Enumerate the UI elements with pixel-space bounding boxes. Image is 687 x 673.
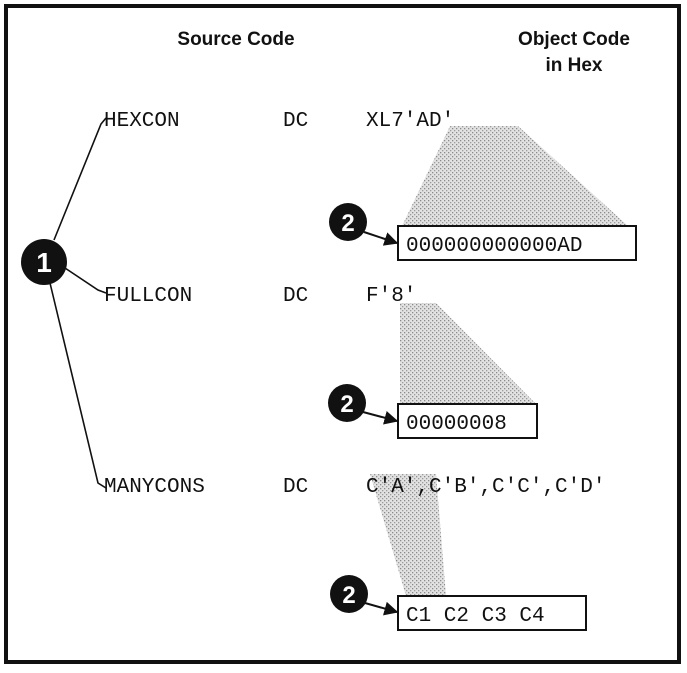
- statement-bracket: [49, 117, 107, 489]
- manycons-operand: C'A',C'B',C'C',C'D': [366, 476, 605, 499]
- figure-frame: [4, 4, 681, 664]
- arrow-icon: [363, 231, 399, 246]
- object-code-header: Object Code: [518, 29, 630, 50]
- manycons-result-box: [397, 595, 587, 631]
- arrow-icon: [362, 411, 399, 425]
- svg-text:2: 2: [340, 391, 353, 418]
- hexcon-result-box: [397, 225, 637, 261]
- hexcon-label: HEXCON: [104, 110, 180, 133]
- object-code-subheader: in Hex: [545, 55, 602, 76]
- callout-2-manycons: 2: [330, 575, 399, 616]
- hexcon-op: DC: [283, 110, 308, 133]
- arrow-icon: [364, 601, 399, 616]
- fullcon-operand: F'8': [366, 285, 416, 308]
- hexcon-expansion-shade: [402, 126, 628, 226]
- fullcon-result: 00000008: [406, 413, 507, 436]
- fullcon-result-box: [397, 403, 538, 439]
- source-code-header: Source Code: [177, 29, 294, 50]
- svg-text:1: 1: [36, 247, 52, 278]
- svg-text:2: 2: [341, 210, 354, 237]
- callout-1-badge: 1: [21, 239, 67, 285]
- callout-2-hexcon: 2: [329, 203, 399, 246]
- callout-2-fullcon: 2: [328, 384, 399, 425]
- fullcon-label: FULLCON: [104, 285, 192, 308]
- hexcon-operand: XL7'AD': [366, 110, 454, 133]
- hexcon-result: 000000000000AD: [406, 235, 582, 258]
- fullcon-expansion-shade: [400, 303, 536, 404]
- svg-text:2: 2: [342, 582, 355, 609]
- fullcon-op: DC: [283, 285, 308, 308]
- manycons-op: DC: [283, 476, 308, 499]
- manycons-label: MANYCONS: [104, 476, 205, 499]
- manycons-expansion-shade: [370, 474, 446, 596]
- manycons-result: C1 C2 C3 C4: [406, 605, 545, 628]
